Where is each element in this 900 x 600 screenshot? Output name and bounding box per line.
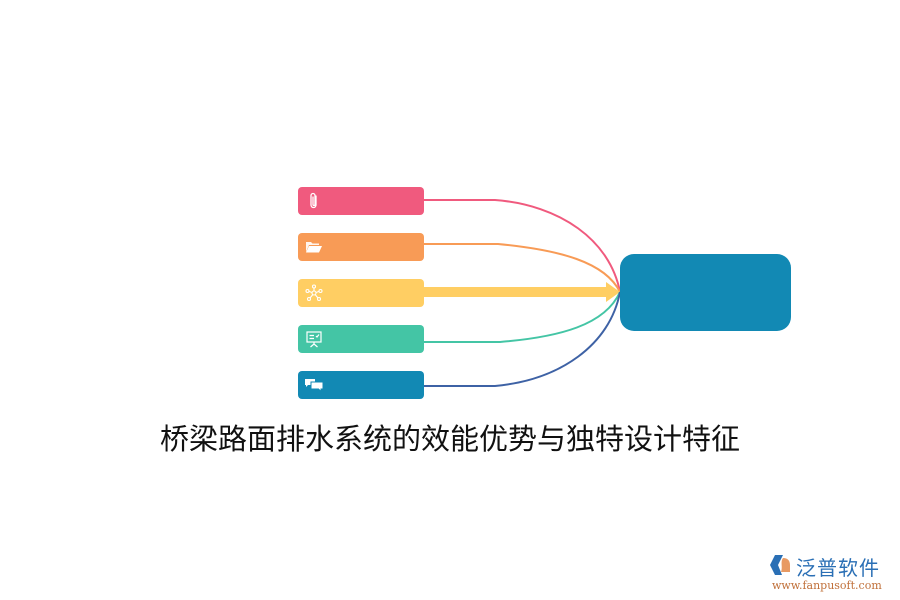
center-node[interactable]: [620, 254, 791, 331]
node-3[interactable]: [298, 279, 424, 307]
chat-bubbles-icon: [304, 375, 324, 395]
link-5: [424, 291, 621, 387]
brand-logo-icon: [770, 555, 790, 575]
link-4: [424, 291, 621, 343]
network-icon: [304, 283, 324, 303]
brand-url: www.fanpusoft.com: [772, 579, 882, 592]
brand-watermark: 泛普软件 www.fanpusoft.com: [768, 552, 898, 596]
paperclip-icon: [304, 191, 324, 211]
link-2: [424, 243, 621, 293]
link-1: [424, 199, 621, 293]
node-2[interactable]: [298, 233, 424, 261]
node-1[interactable]: [298, 187, 424, 215]
link-3-arrow: [424, 282, 620, 302]
node-4[interactable]: [298, 325, 424, 353]
node-5[interactable]: [298, 371, 424, 399]
diagram-title: 桥梁路面排水系统的效能优势与独特设计特征: [159, 422, 740, 456]
folder-open-icon: [304, 237, 324, 257]
presentation-board-icon: [304, 329, 324, 349]
brand-name: 泛普软件: [796, 556, 880, 580]
